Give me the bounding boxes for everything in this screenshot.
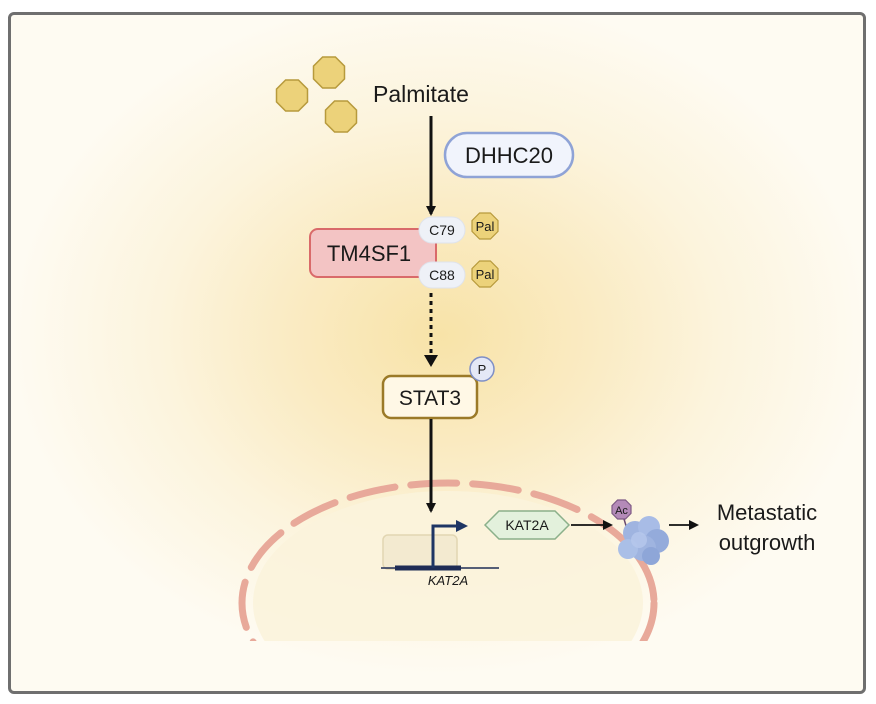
kat2a-protein (483, 510, 571, 540)
kat2a-protein-label: KAT2A (505, 517, 549, 533)
transcription-start-arrow (431, 520, 468, 568)
tm4sf1-protein (309, 228, 437, 278)
c88-label: C88 (429, 267, 455, 283)
dhhc20-label: DHHC20 (465, 143, 553, 168)
dhhc20-enzyme (443, 131, 575, 179)
palmitate-molecule-icon (324, 100, 358, 133)
c88-site (418, 261, 466, 289)
tm4sf1-label: TM4SF1 (327, 241, 411, 266)
outcome-label-line1: Metastatic (717, 500, 817, 525)
pal-label-c79: Pal (476, 219, 495, 234)
chromatin-box (382, 534, 458, 570)
phosphate-icon (469, 356, 495, 382)
palmitate-label: Palmitate (373, 81, 469, 107)
diagram-frame: Palmitate DHHC20 TM4SF1 C79 Pal C88 Pal … (8, 12, 866, 694)
c79-label: C79 (429, 222, 455, 238)
nuclear-envelope (238, 479, 658, 641)
stat3-protein (381, 374, 479, 420)
palmitate-molecule-icon (275, 79, 309, 112)
acetyl-label: Ac (615, 505, 628, 517)
pathway-diagram: Palmitate DHHC20 TM4SF1 C79 Pal C88 Pal … (238, 56, 817, 641)
pal-modification-icon (471, 260, 499, 288)
phosphate-label: P (478, 362, 487, 377)
stat3-label: STAT3 (399, 387, 461, 410)
target-protein-icon (618, 516, 669, 565)
acetyl-group-icon (611, 499, 632, 520)
c79-site (418, 216, 466, 244)
kat2a-gene-label: KAT2A (428, 573, 468, 588)
pal-modification-icon (471, 212, 499, 240)
pal-label-c88: Pal (476, 267, 495, 282)
indirect-arrowhead (424, 355, 438, 367)
outcome-label-line2: outgrowth (719, 530, 816, 555)
palmitate-molecule-icon (312, 56, 346, 89)
